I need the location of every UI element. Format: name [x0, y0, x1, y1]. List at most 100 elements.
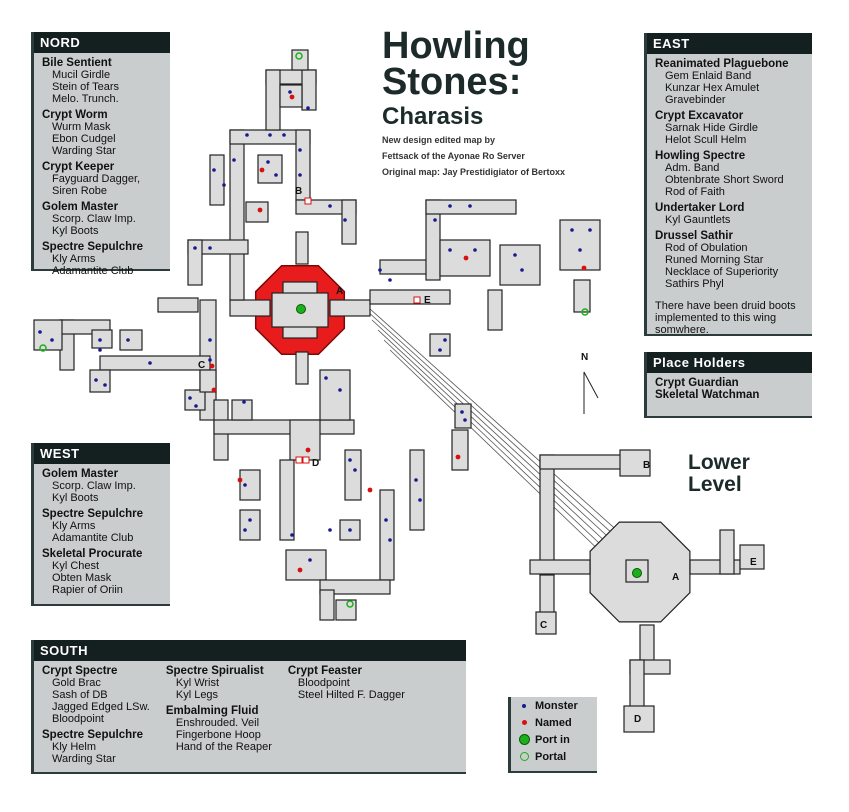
- monster-dot: [194, 404, 198, 408]
- monster-dot: [448, 204, 452, 208]
- loot-item: Rod of Obulation: [665, 242, 748, 254]
- corridor: [213, 419, 355, 435]
- legend-row-named: Named: [511, 714, 597, 731]
- legend-label: Port in: [535, 733, 570, 746]
- monster-name: Crypt Keeper: [42, 161, 115, 173]
- corridor: [454, 403, 472, 429]
- corridor: [535, 611, 557, 635]
- corridor: [487, 289, 503, 331]
- monster-dot: [243, 528, 247, 532]
- loot-item: Adamantite Club: [52, 532, 134, 544]
- monster-name: Crypt Spectre: [42, 665, 118, 677]
- monster-name: Crypt Feaster: [287, 665, 363, 677]
- portal-marker: [581, 308, 589, 316]
- monster-dot: [245, 133, 249, 137]
- loot-item: Sash of DB: [52, 689, 108, 701]
- monster-dot: [50, 338, 54, 342]
- monster-dot: [578, 248, 582, 252]
- corridor: [229, 299, 271, 317]
- monster-dot: [338, 388, 342, 392]
- corridor: [335, 599, 357, 621]
- monster-dot: [98, 338, 102, 342]
- lower-level-word-2: Level: [688, 473, 742, 496]
- monster-dot: [418, 498, 422, 502]
- loot-item: Kyl Legs: [175, 689, 219, 701]
- port-in-marker: [296, 304, 306, 314]
- loot-item: Bloodpoint: [297, 677, 350, 689]
- monster-dot: [353, 468, 357, 472]
- map-label-e: E: [424, 295, 431, 306]
- monster-dot: [306, 106, 310, 110]
- named-dot: [209, 363, 215, 369]
- monster-dot: [298, 173, 302, 177]
- corridor: [539, 574, 555, 616]
- compass-needle: [583, 371, 599, 399]
- monster-name: Embalming Fluid: [165, 705, 259, 717]
- loot-item: Helot Scull Helm: [665, 134, 747, 146]
- loot-item: Kly Arms: [52, 520, 96, 532]
- place-holders-body: Crypt Guardian Skeletal Watchman: [647, 373, 812, 407]
- loot-item: Kly Arms: [52, 253, 96, 265]
- monster-dot: [94, 378, 98, 382]
- loot-item: Bloodpoint: [52, 713, 104, 725]
- east-header: EAST: [647, 33, 812, 54]
- trap-marker: [413, 296, 421, 304]
- corridor: [344, 449, 362, 501]
- loot-item: Kunzar Hex Amulet: [665, 82, 760, 94]
- connector-line: [383, 339, 635, 577]
- named-dot: [463, 255, 469, 261]
- corridor: [231, 399, 253, 421]
- map-label-c: C: [198, 360, 205, 371]
- monster-dot: [193, 246, 197, 250]
- loot-item: Obtenbrate Short Sword: [665, 174, 784, 186]
- monster-dot: [378, 268, 382, 272]
- loot-item: Jagged Edged LSw.: [52, 701, 150, 713]
- legend-row-monster: Monster: [511, 697, 597, 714]
- corridor: [369, 289, 451, 305]
- corridor: [229, 129, 245, 301]
- loot-item: Runed Morning Star: [665, 254, 764, 266]
- loot-item: Warding Star: [52, 753, 116, 765]
- trap-marker: [304, 197, 312, 205]
- monster-dot: [448, 248, 452, 252]
- corridor: [239, 509, 261, 541]
- monster-dot: [208, 358, 212, 362]
- loot-item: Ebon Cudgel: [52, 133, 116, 145]
- legend-row-portal: Portal: [511, 748, 597, 765]
- monster-name: Drussel Sathir: [655, 230, 733, 242]
- monster-dot: [242, 400, 246, 404]
- map-label-a: A: [336, 286, 343, 297]
- loot-item: Adamantite Club: [52, 265, 134, 277]
- monster-dot: [328, 204, 332, 208]
- loot-item: Steel Hilted F. Dagger: [297, 689, 405, 701]
- loot-item: Adm. Band: [665, 162, 720, 174]
- nord-header: NORD: [34, 32, 170, 53]
- portal-marker: [346, 600, 354, 608]
- place-holders-panel: Place Holders Crypt Guardian Skeletal Wa…: [644, 352, 812, 418]
- named-dot: [289, 94, 295, 100]
- loot-item: Necklace of Superiority: [665, 266, 779, 278]
- monster-dot: [463, 418, 467, 422]
- loot-item: Scorp. Claw Imp.: [52, 213, 136, 225]
- legend-label: Portal: [535, 750, 567, 763]
- loot-item: Obten Mask: [52, 572, 112, 584]
- monster-dot: [188, 396, 192, 400]
- map-label-c: C: [540, 620, 547, 631]
- corridor: [539, 454, 555, 576]
- title-line-1: Howling: [382, 25, 530, 67]
- monster-dot: [274, 173, 278, 177]
- corridor: [187, 239, 203, 286]
- corridor: [619, 449, 651, 477]
- monster-name: Golem Master: [42, 201, 119, 213]
